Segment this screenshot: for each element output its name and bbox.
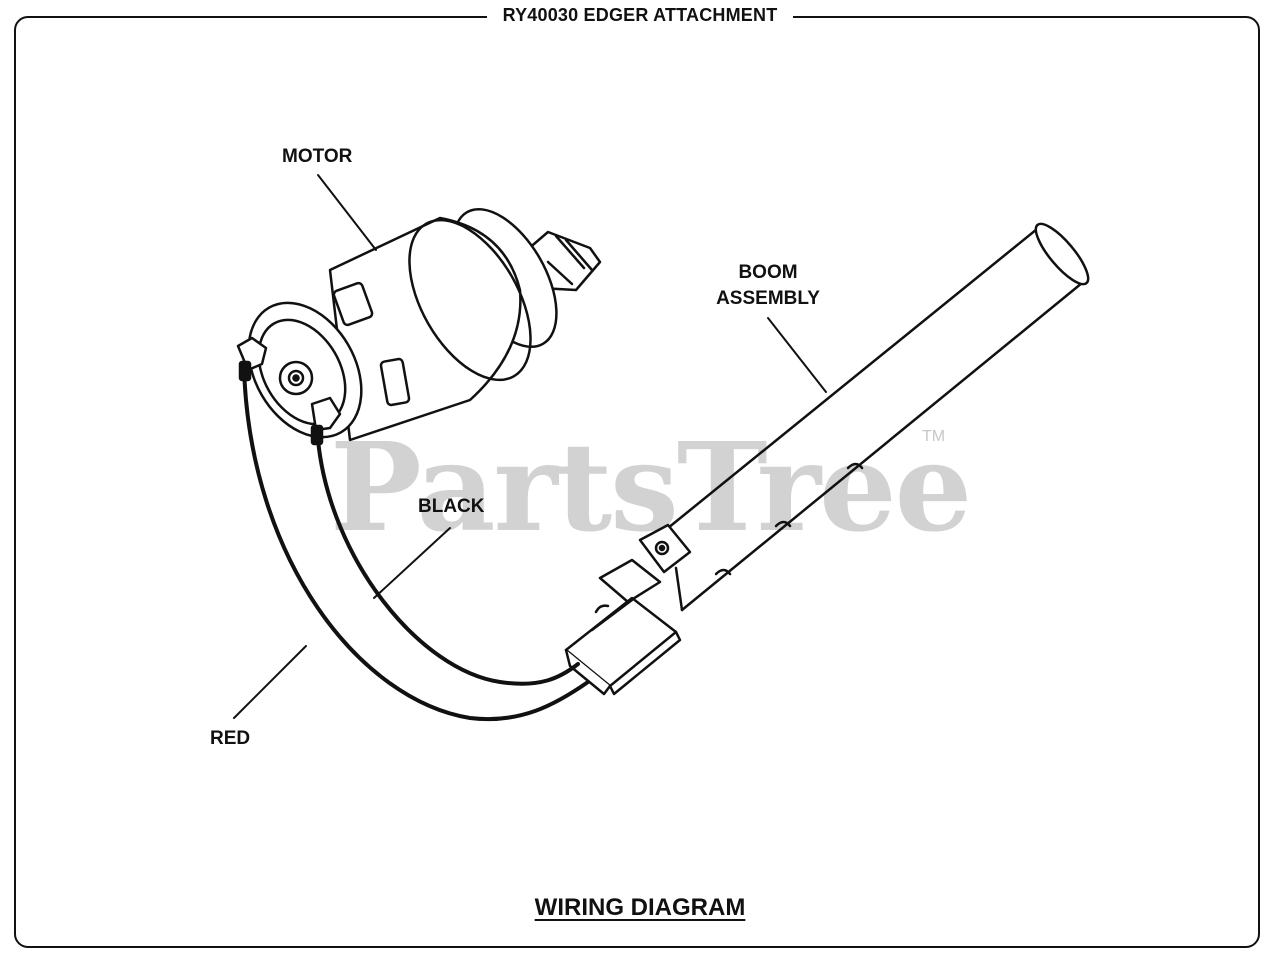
red-wire-label: RED [210,728,251,749]
diagram-title-wrap: RY40030 EDGER ATTACHMENT [0,5,1280,26]
motor-label: MOTOR [282,146,353,167]
boom-label-line2: ASSEMBLY [716,288,820,309]
footer-wrap: WIRING DIAGRAM [0,894,1280,922]
boom-label-line1: BOOM [738,262,798,283]
red-leader-line [233,645,307,719]
boom-leader-line [767,317,827,393]
wire-harness-drawing [242,366,590,722]
watermark-trademark: TM [922,428,946,445]
wiring-diagram-caption: WIRING DIAGRAM [534,894,746,921]
boom-assembly-label: BOOM ASSEMBLY [712,262,824,310]
black-leader-line [373,527,451,599]
motor-leader-line [317,174,377,251]
motor-drawing [236,207,602,446]
black-wire-label: BLACK [418,496,485,517]
wire-connector-drawing [564,558,682,696]
diagram-title: RY40030 EDGER ATTACHMENT [486,5,794,25]
leader-lines [233,174,827,719]
boom-assembly-drawing [638,222,1090,612]
